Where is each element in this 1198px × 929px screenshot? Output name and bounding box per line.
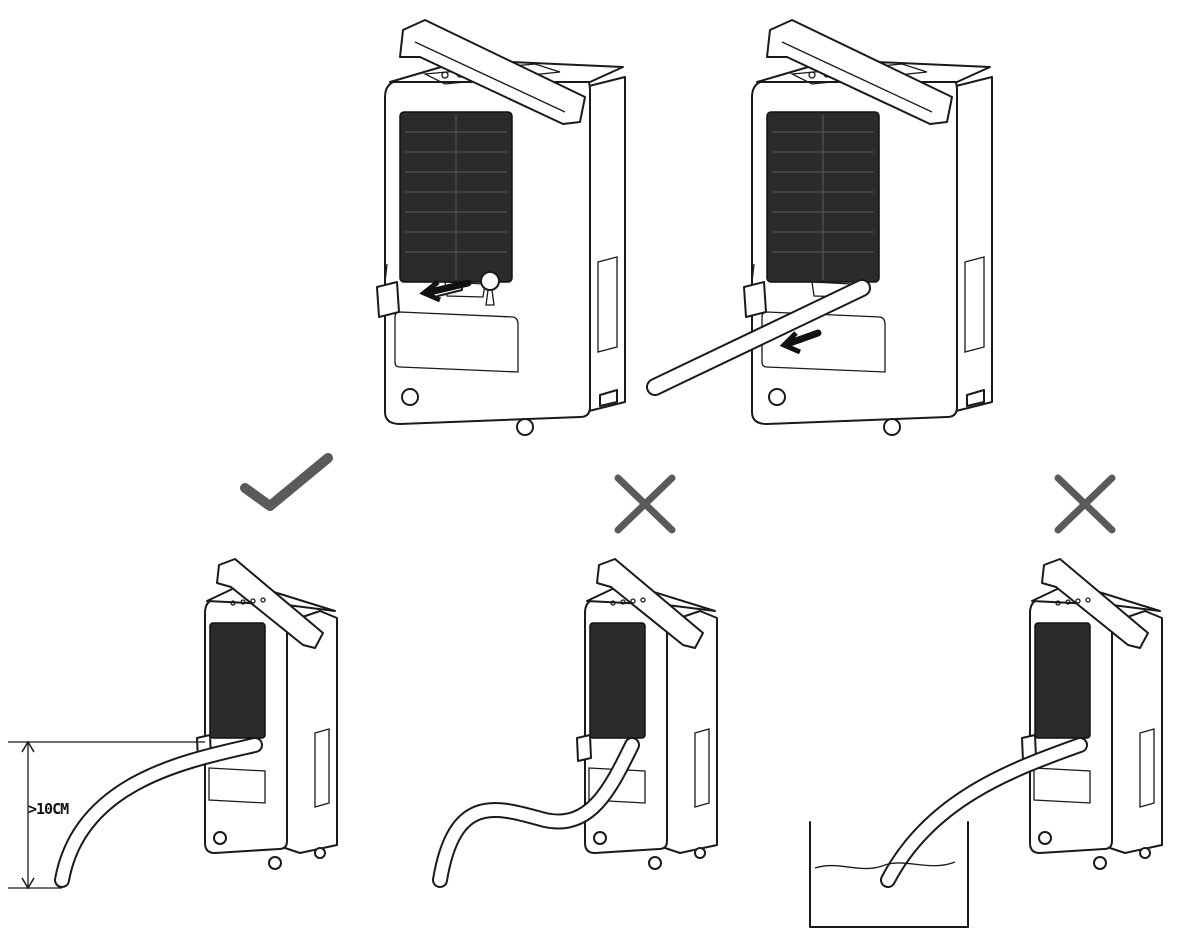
- cross-icon: [1054, 474, 1116, 534]
- figure-drain-hose-connection: [376, 19, 626, 436]
- figure-drain-hose-attached: [646, 19, 993, 436]
- figure-correct-placement: [8, 558, 338, 890]
- drain-cap-icon: [480, 271, 500, 291]
- water-surface: [814, 861, 956, 870]
- check-icon: [240, 453, 333, 511]
- figure-incorrect-hose-raised: [432, 558, 718, 888]
- cross-icon: [614, 474, 676, 534]
- figure-incorrect-hose-submerged: [809, 558, 1163, 928]
- height-measurement-label: >10CM: [28, 800, 69, 818]
- water-container: [809, 821, 969, 928]
- push-arrow: [426, 279, 472, 296]
- double-arrow-icon: [786, 329, 822, 347]
